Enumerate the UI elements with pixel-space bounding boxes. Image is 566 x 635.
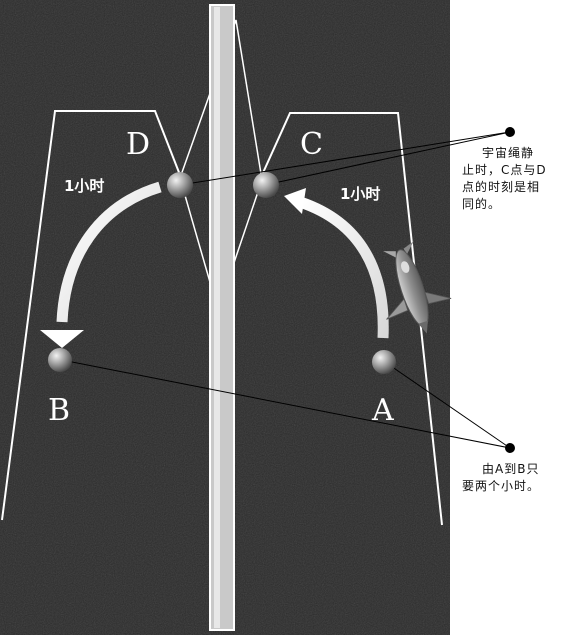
arrow-d-to-b bbox=[56, 181, 162, 323]
note-cd-line: 同的。 bbox=[462, 197, 502, 211]
arrow-d-to-b-head bbox=[40, 330, 84, 348]
sphere-a bbox=[372, 350, 396, 374]
note-cd-simultaneous: 宇宙绳静 止时，C点与D 点的时刻是相 同的。 bbox=[462, 145, 566, 213]
arrow-a-to-c-head bbox=[284, 188, 306, 214]
sphere-d bbox=[167, 172, 193, 198]
sphere-b bbox=[48, 348, 72, 372]
note-cd-line: 宇宙绳静 bbox=[482, 146, 535, 160]
central-rod bbox=[209, 4, 235, 631]
note-ab-two-hours: 由A到B只 要两个小时。 bbox=[462, 461, 566, 495]
leader-b bbox=[61, 359, 511, 449]
leader-a bbox=[384, 361, 511, 449]
note-cd-line: 止时，C点与D bbox=[462, 163, 547, 177]
note-ab-line: 由A到B只 bbox=[482, 462, 540, 476]
note-ab-line: 要两个小时。 bbox=[462, 479, 541, 493]
label-duration-left: 1小时 bbox=[64, 177, 105, 195]
leader-dot-cd bbox=[505, 127, 515, 137]
label-point-c: C bbox=[300, 127, 323, 162]
label-point-a: A bbox=[372, 393, 394, 428]
label-duration-right: 1小时 bbox=[340, 185, 381, 203]
arrow-a-to-c bbox=[298, 196, 389, 339]
leader-c bbox=[264, 131, 511, 186]
leader-dot-ab bbox=[505, 443, 515, 453]
sphere-c bbox=[253, 172, 279, 198]
rope-zigzag-upper bbox=[179, 19, 263, 181]
label-point-d: D bbox=[126, 127, 151, 162]
label-point-b: B bbox=[48, 393, 71, 428]
central-rod-highlight bbox=[214, 7, 220, 628]
rocket-icon bbox=[383, 241, 452, 334]
leader-d bbox=[179, 131, 511, 186]
left-surface-outline bbox=[1, 110, 181, 521]
note-cd-line: 点的时刻是相 bbox=[462, 180, 541, 194]
